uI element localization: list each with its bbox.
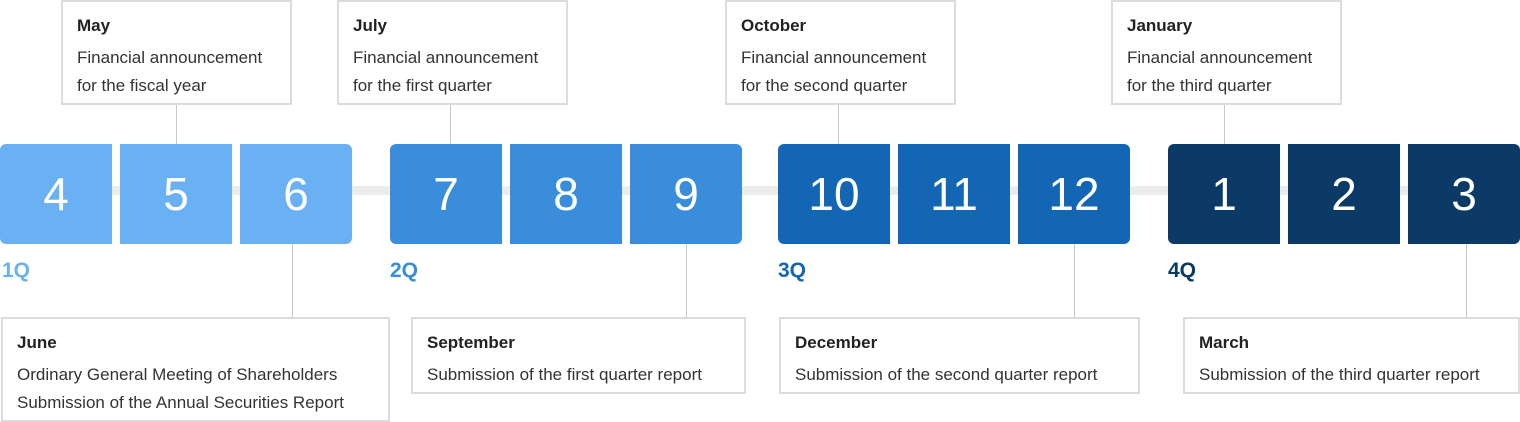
- event-month: October: [741, 16, 807, 35]
- event-month: May: [77, 16, 111, 35]
- timeline-track: [0, 186, 1520, 195]
- month-box: 12: [1018, 144, 1130, 244]
- event-month: September: [427, 333, 515, 352]
- month-box: 4: [0, 144, 112, 244]
- month-box: 6: [240, 144, 352, 244]
- event-text: Submission of the first quarter report: [427, 365, 702, 384]
- event-text: for the first quarter: [353, 76, 492, 95]
- month-box: 3: [1408, 144, 1520, 244]
- connector-line: [292, 244, 293, 318]
- event-text: Submission of the second quarter report: [795, 365, 1098, 384]
- month-box: 1: [1168, 144, 1280, 244]
- event-month: January: [1127, 16, 1193, 35]
- quarter-label-1q: 1Q: [2, 259, 31, 282]
- connector-line: [686, 244, 687, 318]
- event-text: Financial announcement: [77, 48, 263, 67]
- connector-line: [1224, 104, 1225, 144]
- quarter-label-4q: 4Q: [1168, 259, 1197, 282]
- month-box: 8: [510, 144, 622, 244]
- connector-line: [176, 104, 177, 144]
- month-box: 10: [778, 144, 890, 244]
- event-text: Financial announcement: [353, 48, 539, 67]
- event-month: June: [17, 333, 57, 352]
- month-box: 9: [630, 144, 742, 244]
- connector-line: [450, 104, 451, 144]
- month-box: 5: [120, 144, 232, 244]
- event-callout-december: December Submission of the second quarte…: [779, 317, 1140, 394]
- quarter-1q: 4 5 6: [0, 144, 352, 244]
- event-text: for the third quarter: [1127, 76, 1272, 95]
- event-callout-september: September Submission of the first quarte…: [411, 317, 746, 394]
- quarter-2q: 7 8 9: [390, 144, 742, 244]
- event-callout-october: October Financial announcement for the s…: [725, 0, 956, 105]
- month-box: 2: [1288, 144, 1400, 244]
- connector-line: [1466, 244, 1467, 318]
- event-text: Submission of the Annual Securities Repo…: [17, 393, 344, 412]
- quarter-label-3q: 3Q: [778, 259, 807, 282]
- event-callout-january: January Financial announcement for the t…: [1111, 0, 1342, 105]
- event-callout-june: June Ordinary General Meeting of Shareho…: [1, 317, 390, 422]
- event-callout-march: March Submission of the third quarter re…: [1183, 317, 1520, 394]
- quarter-label-2q: 2Q: [390, 259, 419, 282]
- month-box: 11: [898, 144, 1010, 244]
- event-callout-july: July Financial announcement for the firs…: [337, 0, 568, 105]
- month-box: 7: [390, 144, 502, 244]
- event-month: March: [1199, 333, 1250, 352]
- event-callout-may: May Financial announcement for the fisca…: [61, 0, 292, 105]
- event-text: for the second quarter: [741, 76, 908, 95]
- event-month: July: [353, 16, 388, 35]
- event-text: Ordinary General Meeting of Shareholders: [17, 365, 338, 384]
- connector-line: [838, 104, 839, 144]
- quarter-4q: 1 2 3: [1168, 144, 1520, 244]
- event-text: Financial announcement: [1127, 48, 1313, 67]
- event-text: Submission of the third quarter report: [1199, 365, 1480, 384]
- connector-line: [1074, 244, 1075, 318]
- event-text: Financial announcement: [741, 48, 927, 67]
- event-text: for the fiscal year: [77, 76, 207, 95]
- quarter-3q: 10 11 12: [778, 144, 1130, 244]
- event-month: December: [795, 333, 878, 352]
